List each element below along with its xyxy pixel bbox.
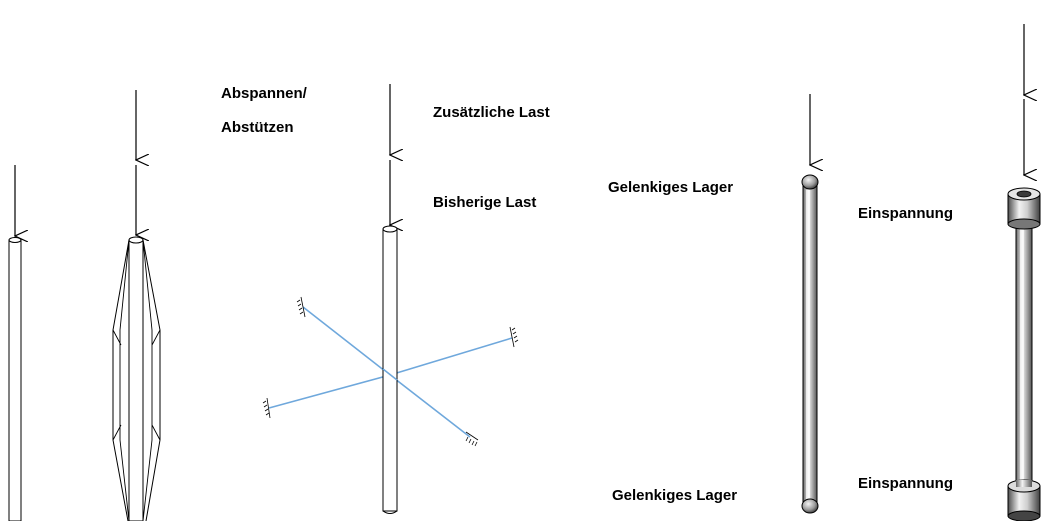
braced-column: Abspannen/ Abstützen Zusätzliche Last Bi… [221, 84, 550, 514]
column-highlight [1020, 226, 1024, 484]
anchor-hatch-upper-right [509, 326, 519, 348]
fixed-column: Einspannung Einspannung [858, 24, 1041, 521]
column-highlight [806, 190, 810, 502]
anchor-hatch-lower-right [465, 431, 479, 447]
pinned-support-top-label: Gelenkiges Lager [608, 179, 733, 196]
additional-load-label: Zusätzliche Last [433, 104, 550, 121]
bracing-cable-upper-right [389, 337, 513, 376]
bracing-label-line1: Abspannen/ [221, 85, 308, 102]
bracing-cable-lower-left [268, 374, 391, 409]
slender-column [8, 165, 22, 521]
bracing-label-line2: Abstützen [221, 119, 294, 136]
fixed-support-bottom-label: Einspannung [858, 475, 953, 492]
pinned-support-bottom-label: Gelenkiges Lager [612, 487, 737, 504]
reinforced-column [112, 90, 161, 521]
anchor-hatch-upper-left [296, 296, 306, 318]
clamp-top [1007, 187, 1041, 230]
pin-ball-bottom [801, 498, 819, 514]
column-top [382, 225, 398, 233]
anchor-hatch-lower-left [262, 397, 271, 419]
bracing-cable-upper-left [302, 306, 391, 376]
clamp-bottom [1007, 479, 1041, 521]
column-bottom [382, 510, 398, 514]
pinned-column: Gelenkiges Lager Gelenkiges Lager [608, 94, 819, 514]
column-top [128, 236, 144, 244]
bracing-cable-lower-right [389, 374, 471, 438]
column-top [8, 237, 22, 243]
pin-ball-top [801, 174, 819, 190]
strut-lines [112, 239, 161, 521]
column-body [8, 239, 22, 521]
reinforcement-outline [112, 239, 161, 521]
column-body [128, 239, 144, 521]
fixed-support-top-label: Einspannung [858, 205, 953, 222]
previous-load-label: Bisherige Last [433, 194, 536, 211]
bracing-cross [382, 368, 398, 381]
